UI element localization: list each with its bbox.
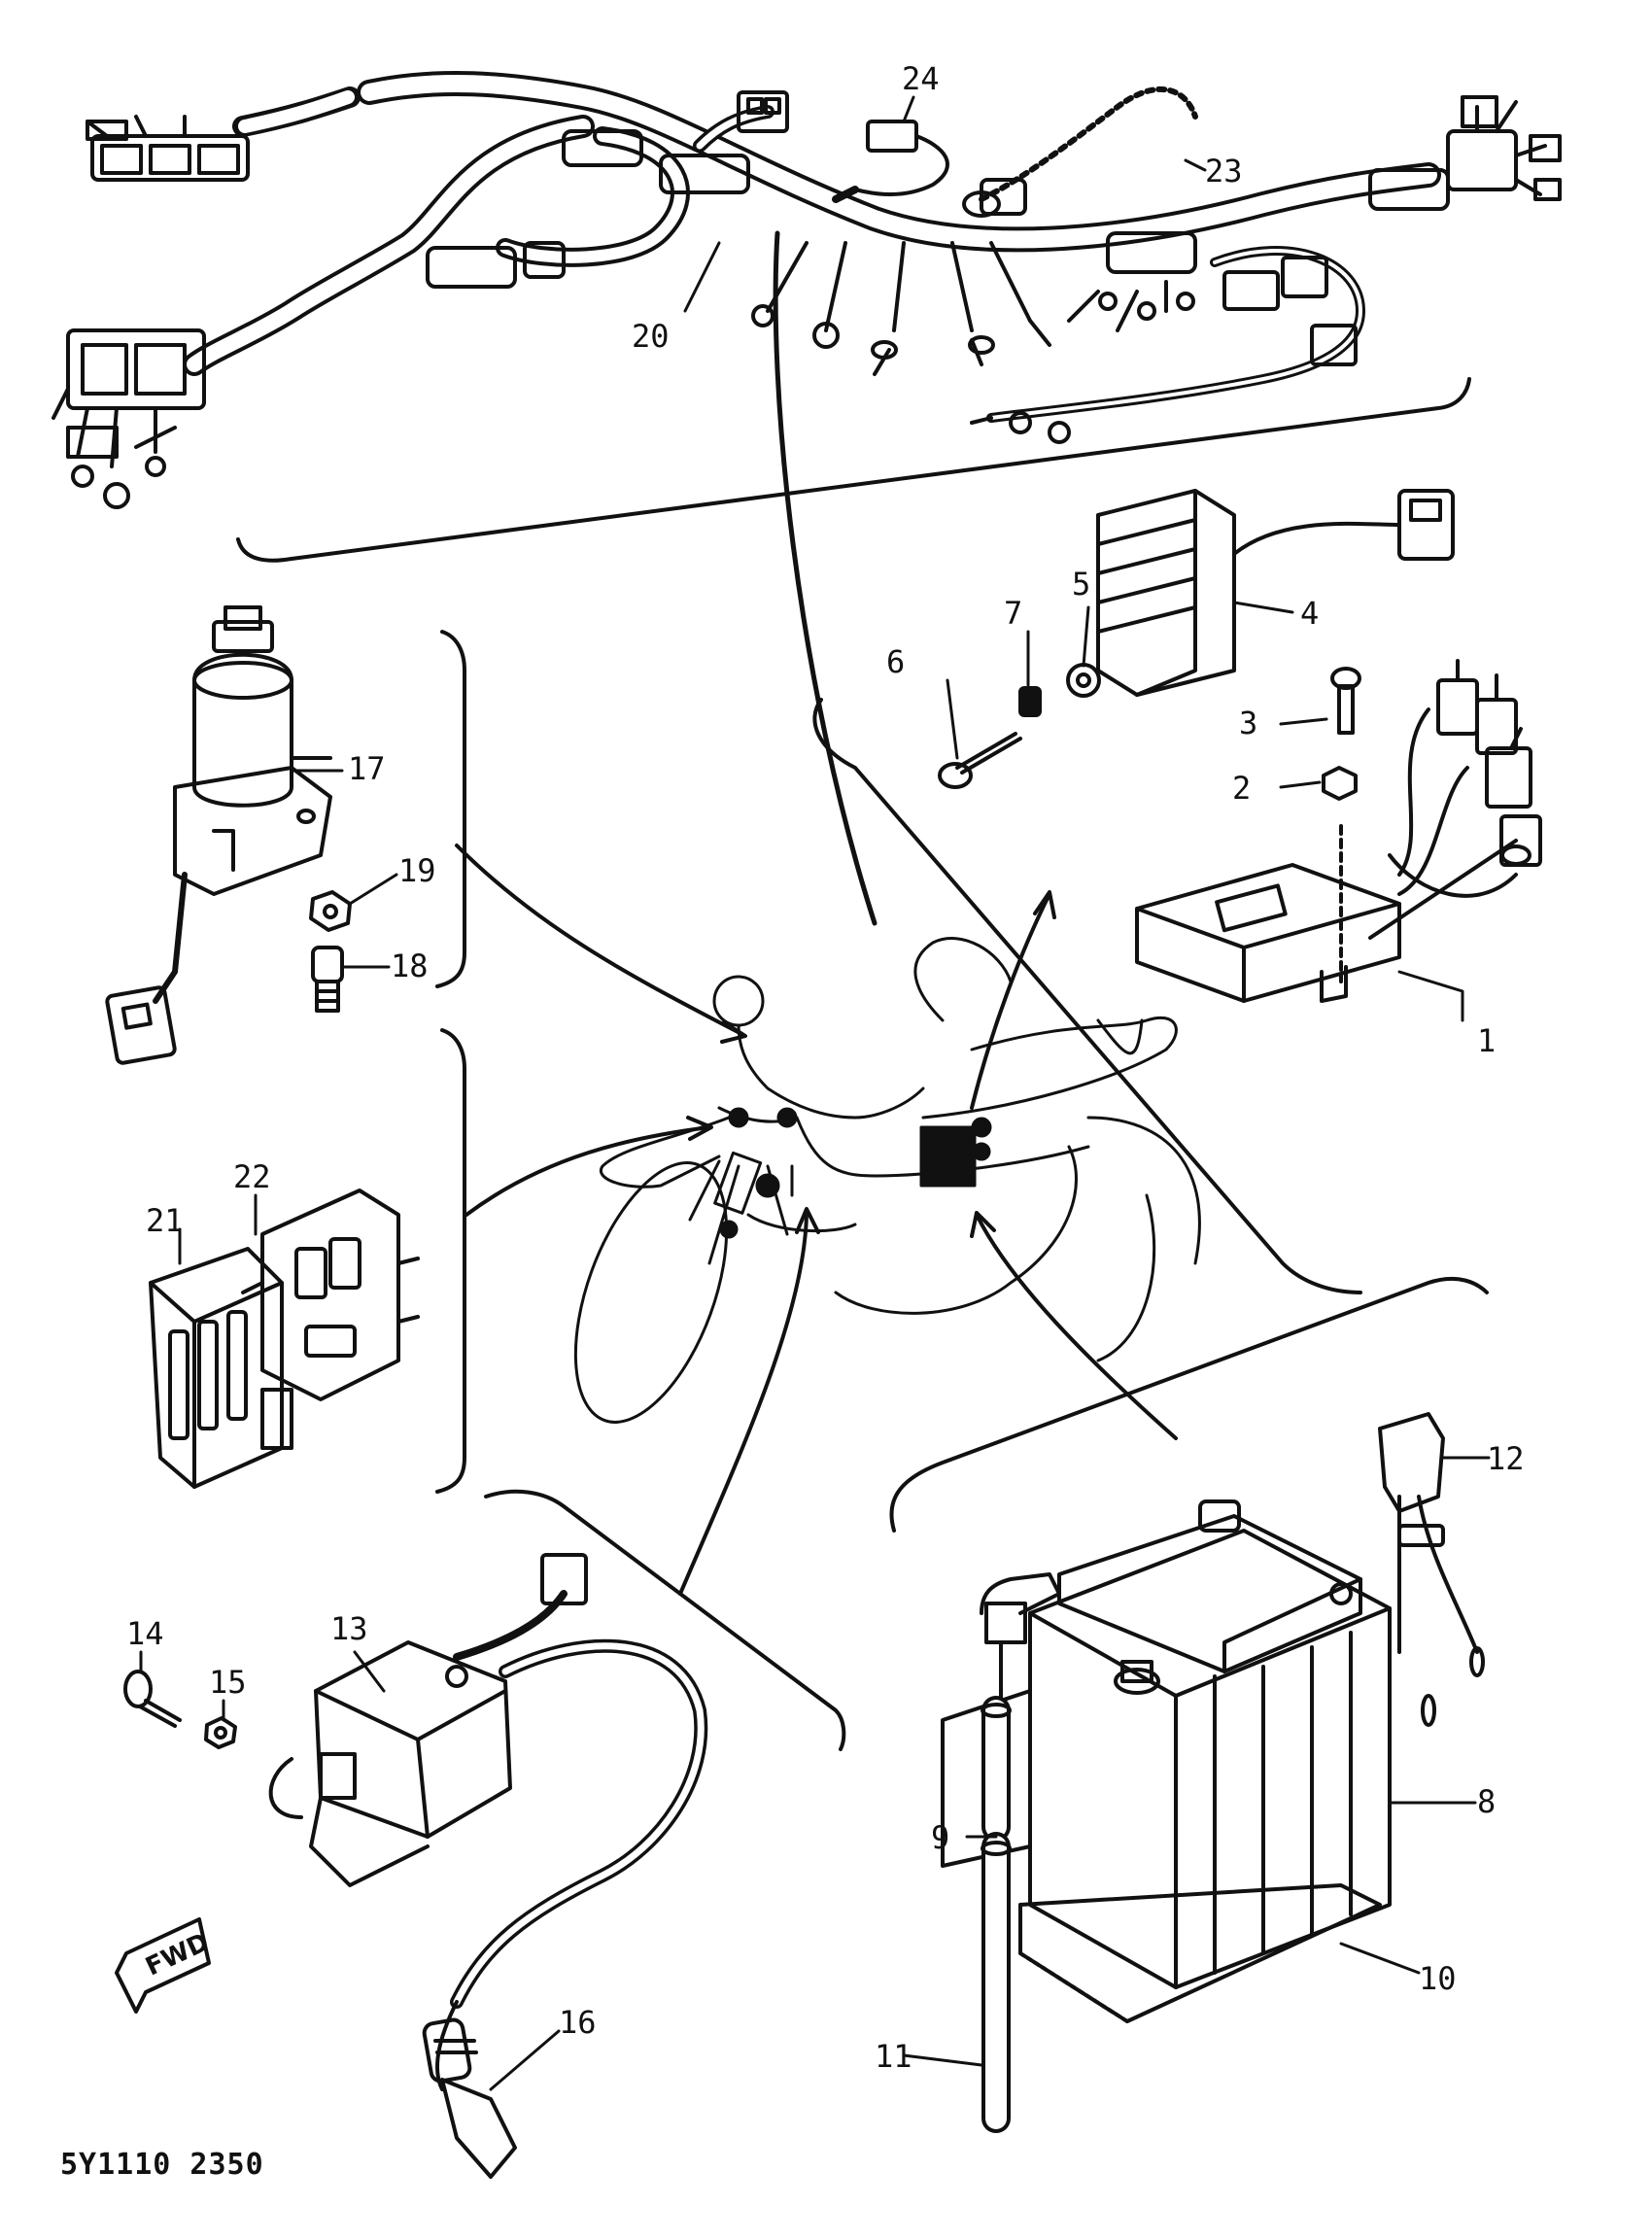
- battery-8: [980, 1499, 1392, 1989]
- nut-15: [204, 1716, 237, 1749]
- callout-10: 10: [1419, 1960, 1457, 1997]
- callout-8: 8: [1477, 1783, 1497, 1820]
- washer-5: [1066, 663, 1101, 698]
- callout-16: 16: [559, 2004, 597, 2041]
- bracket-8-12: [889, 1276, 1489, 1533]
- callout-7: 7: [1004, 595, 1023, 632]
- bolt-14: [123, 1670, 182, 1728]
- callout-3: 3: [1239, 705, 1258, 741]
- bracket-1-7: [812, 698, 1362, 1294]
- igniter-21: [149, 1247, 293, 1489]
- bolt-6: [938, 732, 1022, 789]
- drawing-code: 5Y1110 2350: [60, 2148, 264, 2182]
- breather-pipe-11: [981, 1696, 1012, 2133]
- leader-arrows: [455, 844, 1178, 1596]
- wire-harness: [52, 70, 1562, 563]
- callout-13: 13: [330, 1610, 368, 1647]
- callout-18: 18: [391, 948, 429, 984]
- callout-5: 5: [1072, 566, 1091, 603]
- bracket-21-22: [435, 1028, 466, 1494]
- callout-23: 23: [1205, 153, 1243, 190]
- callout-12: 12: [1487, 1440, 1525, 1477]
- callout-2: 2: [1232, 770, 1252, 807]
- ignition-coil-13: [268, 1553, 708, 2009]
- nut-7: [1018, 686, 1042, 717]
- callout-11: 11: [875, 2038, 912, 2075]
- bolt-18: [311, 946, 344, 1013]
- lead-12: [1378, 1412, 1485, 1727]
- callout-24: 24: [902, 60, 940, 97]
- rectifier-4: [1096, 489, 1455, 697]
- lead-wire-24: [832, 120, 949, 203]
- plate-22: [241, 1189, 420, 1401]
- callout-15: 15: [209, 1664, 247, 1701]
- callout-22: 22: [233, 1158, 271, 1195]
- callout-19: 19: [398, 852, 436, 889]
- bracket-13-16: [484, 1489, 846, 1751]
- bracket-17-19: [435, 630, 466, 988]
- callout-6: 6: [886, 643, 906, 680]
- nut-2: [1322, 766, 1358, 801]
- sensor-23: [962, 86, 1198, 218]
- cdi-unit-1: [1135, 659, 1542, 1003]
- spark-plug-cap-16: [422, 2000, 517, 2179]
- callout-9: 9: [931, 1819, 950, 1856]
- callout-1: 1: [1477, 1022, 1497, 1059]
- callout-4: 4: [1300, 595, 1320, 632]
- main-switch-17: [105, 605, 332, 1065]
- battery-plate-10: [1018, 1883, 1382, 2023]
- motorcycle-outline: [573, 230, 1201, 1424]
- callout-leaders: [139, 95, 1491, 2091]
- bolt-3: [1330, 667, 1361, 735]
- callout-14: 14: [126, 1615, 164, 1652]
- callout-21: 21: [146, 1202, 184, 1239]
- forward-arrow-icon: FWD: [115, 1917, 214, 2014]
- callout-20: 20: [632, 318, 670, 355]
- callout-17: 17: [348, 750, 386, 787]
- forward-label: FWD: [141, 1928, 213, 1982]
- nut-19: [309, 890, 352, 932]
